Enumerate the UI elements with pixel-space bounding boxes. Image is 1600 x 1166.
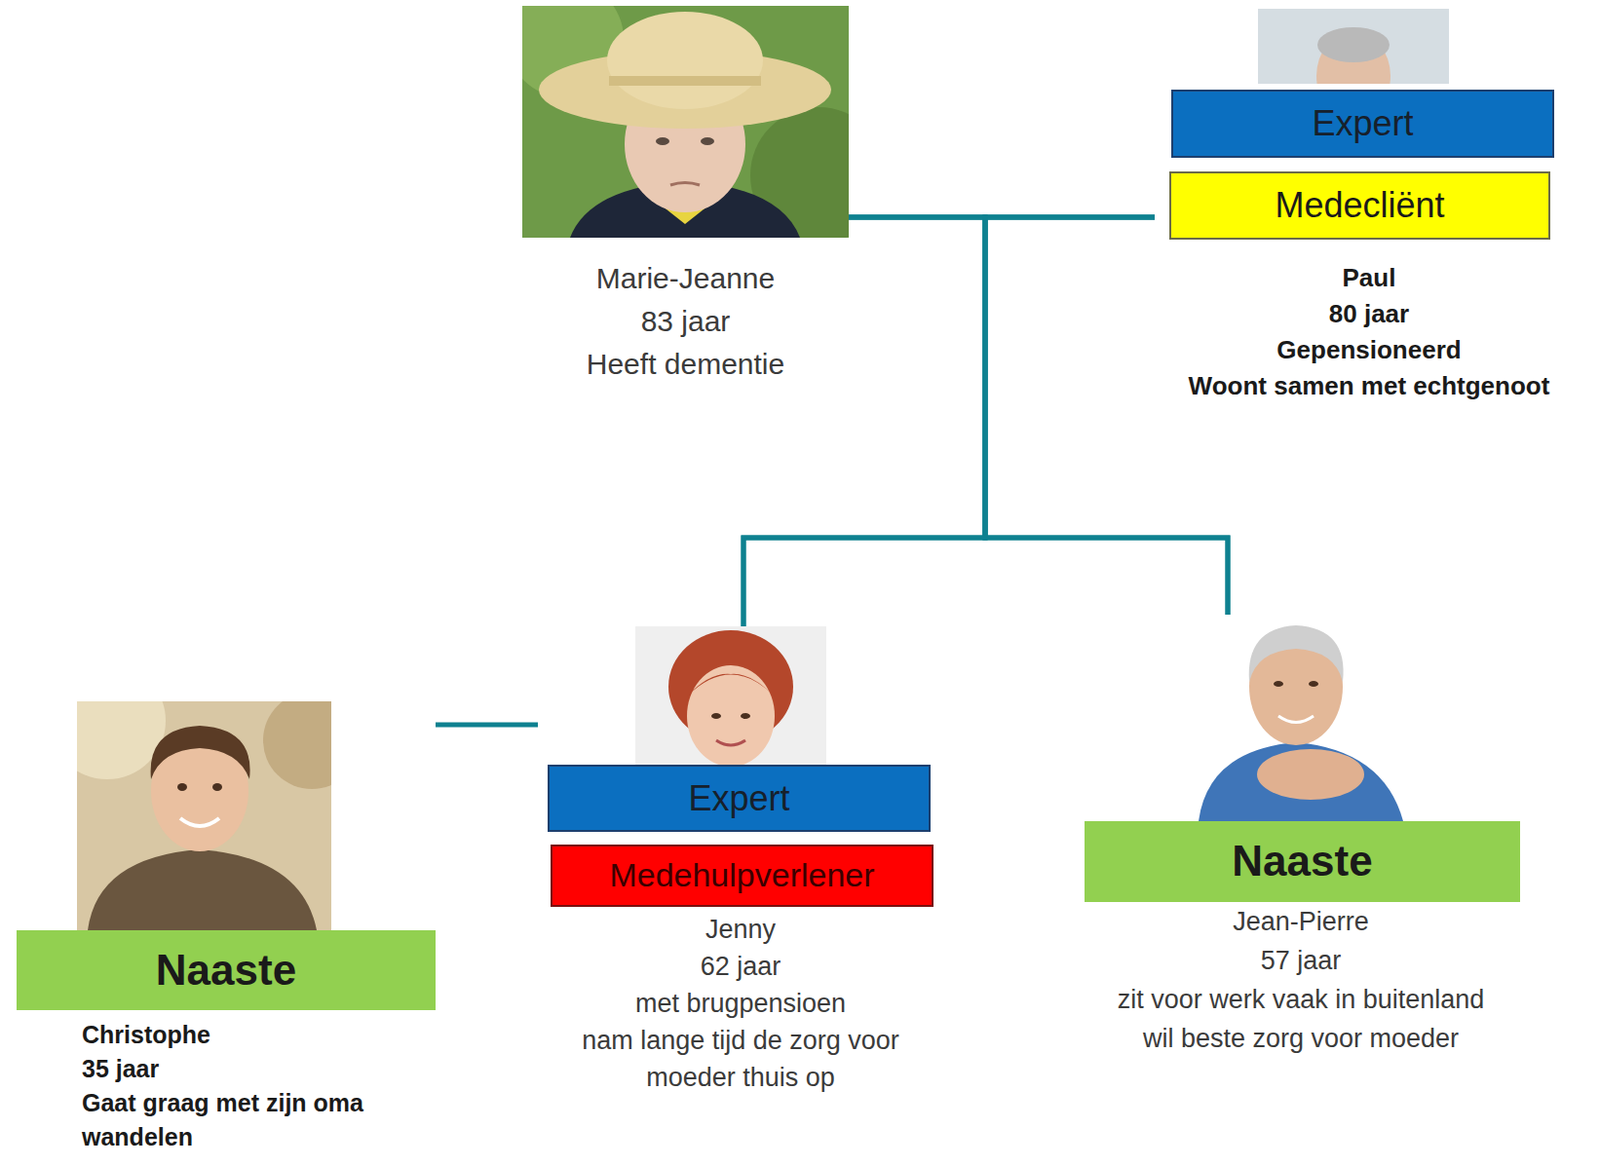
person-detail: Gepensioneerd bbox=[1154, 332, 1584, 369]
family-connector bbox=[985, 217, 1228, 615]
person-detail: Gaat graag met zijn oma wandelen bbox=[81, 1086, 426, 1155]
person-detail: 35 jaar bbox=[81, 1052, 426, 1087]
family-connector bbox=[743, 217, 986, 627]
portrait-photo bbox=[76, 701, 332, 931]
person-detail: 57 jaar bbox=[1081, 941, 1521, 981]
portrait-photo bbox=[1257, 8, 1449, 84]
role-label: Medecliënt bbox=[1274, 185, 1445, 226]
role-label: Expert bbox=[1311, 103, 1413, 144]
role-bar: Medehulpverlener bbox=[550, 844, 934, 908]
role-label: Naaste bbox=[1231, 837, 1372, 887]
role-label: Medehulpverlener bbox=[609, 856, 875, 895]
edge-group bbox=[435, 217, 1228, 725]
portrait-photo bbox=[1176, 614, 1461, 822]
role-bar: Naaste bbox=[1084, 821, 1521, 903]
person-name: Paul bbox=[1154, 260, 1584, 297]
portrait-photo bbox=[635, 626, 827, 783]
role-bar: Expert bbox=[547, 764, 931, 833]
person-detail: 62 jaar bbox=[549, 948, 932, 986]
person-detail: nam lange tijd de zorg voor moeder thuis… bbox=[549, 1022, 932, 1097]
person-detail: zit voor werk vaak in buitenland bbox=[1081, 980, 1521, 1020]
person-detail: Heeft dementie bbox=[522, 342, 849, 386]
person-detail: met brugpensioen bbox=[549, 985, 932, 1023]
person-card: Marie-Jeanne83 jaarHeeft dementie bbox=[522, 5, 849, 386]
role-bar: Medecliënt bbox=[1169, 171, 1551, 240]
person-name: Marie-Jeanne bbox=[522, 257, 849, 301]
person-name: Jean-Pierre bbox=[1081, 902, 1521, 942]
role-label: Naaste bbox=[155, 946, 297, 996]
family-connector bbox=[435, 723, 538, 728]
portrait-photo bbox=[522, 5, 849, 238]
person-card: Paul80 jaarGepensioneerdWoont samen met … bbox=[1154, 8, 1584, 405]
family-connector bbox=[743, 217, 1155, 627]
person-card: Jean-Pierre57 jaarzit voor werk vaak in … bbox=[1071, 614, 1530, 1059]
person-card: Jenny62 jaarmet brugpensioennam lange ti… bbox=[537, 626, 944, 1097]
person-detail: 80 jaar bbox=[1154, 296, 1584, 333]
role-bar: Naaste bbox=[16, 930, 436, 1011]
person-detail: wil beste zorg voor moeder bbox=[1081, 1019, 1521, 1059]
person-name: Christophe bbox=[81, 1018, 426, 1053]
role-label: Expert bbox=[687, 778, 790, 819]
person-detail: Woont samen met echtgenoot bbox=[1154, 368, 1584, 405]
person-name: Jenny bbox=[549, 911, 932, 949]
role-bar: Expert bbox=[1171, 89, 1555, 158]
person-card: Christophe35 jaarGaat graag met zijn oma… bbox=[16, 701, 436, 1155]
family-connector bbox=[848, 217, 1228, 615]
person-detail: 83 jaar bbox=[522, 300, 849, 343]
